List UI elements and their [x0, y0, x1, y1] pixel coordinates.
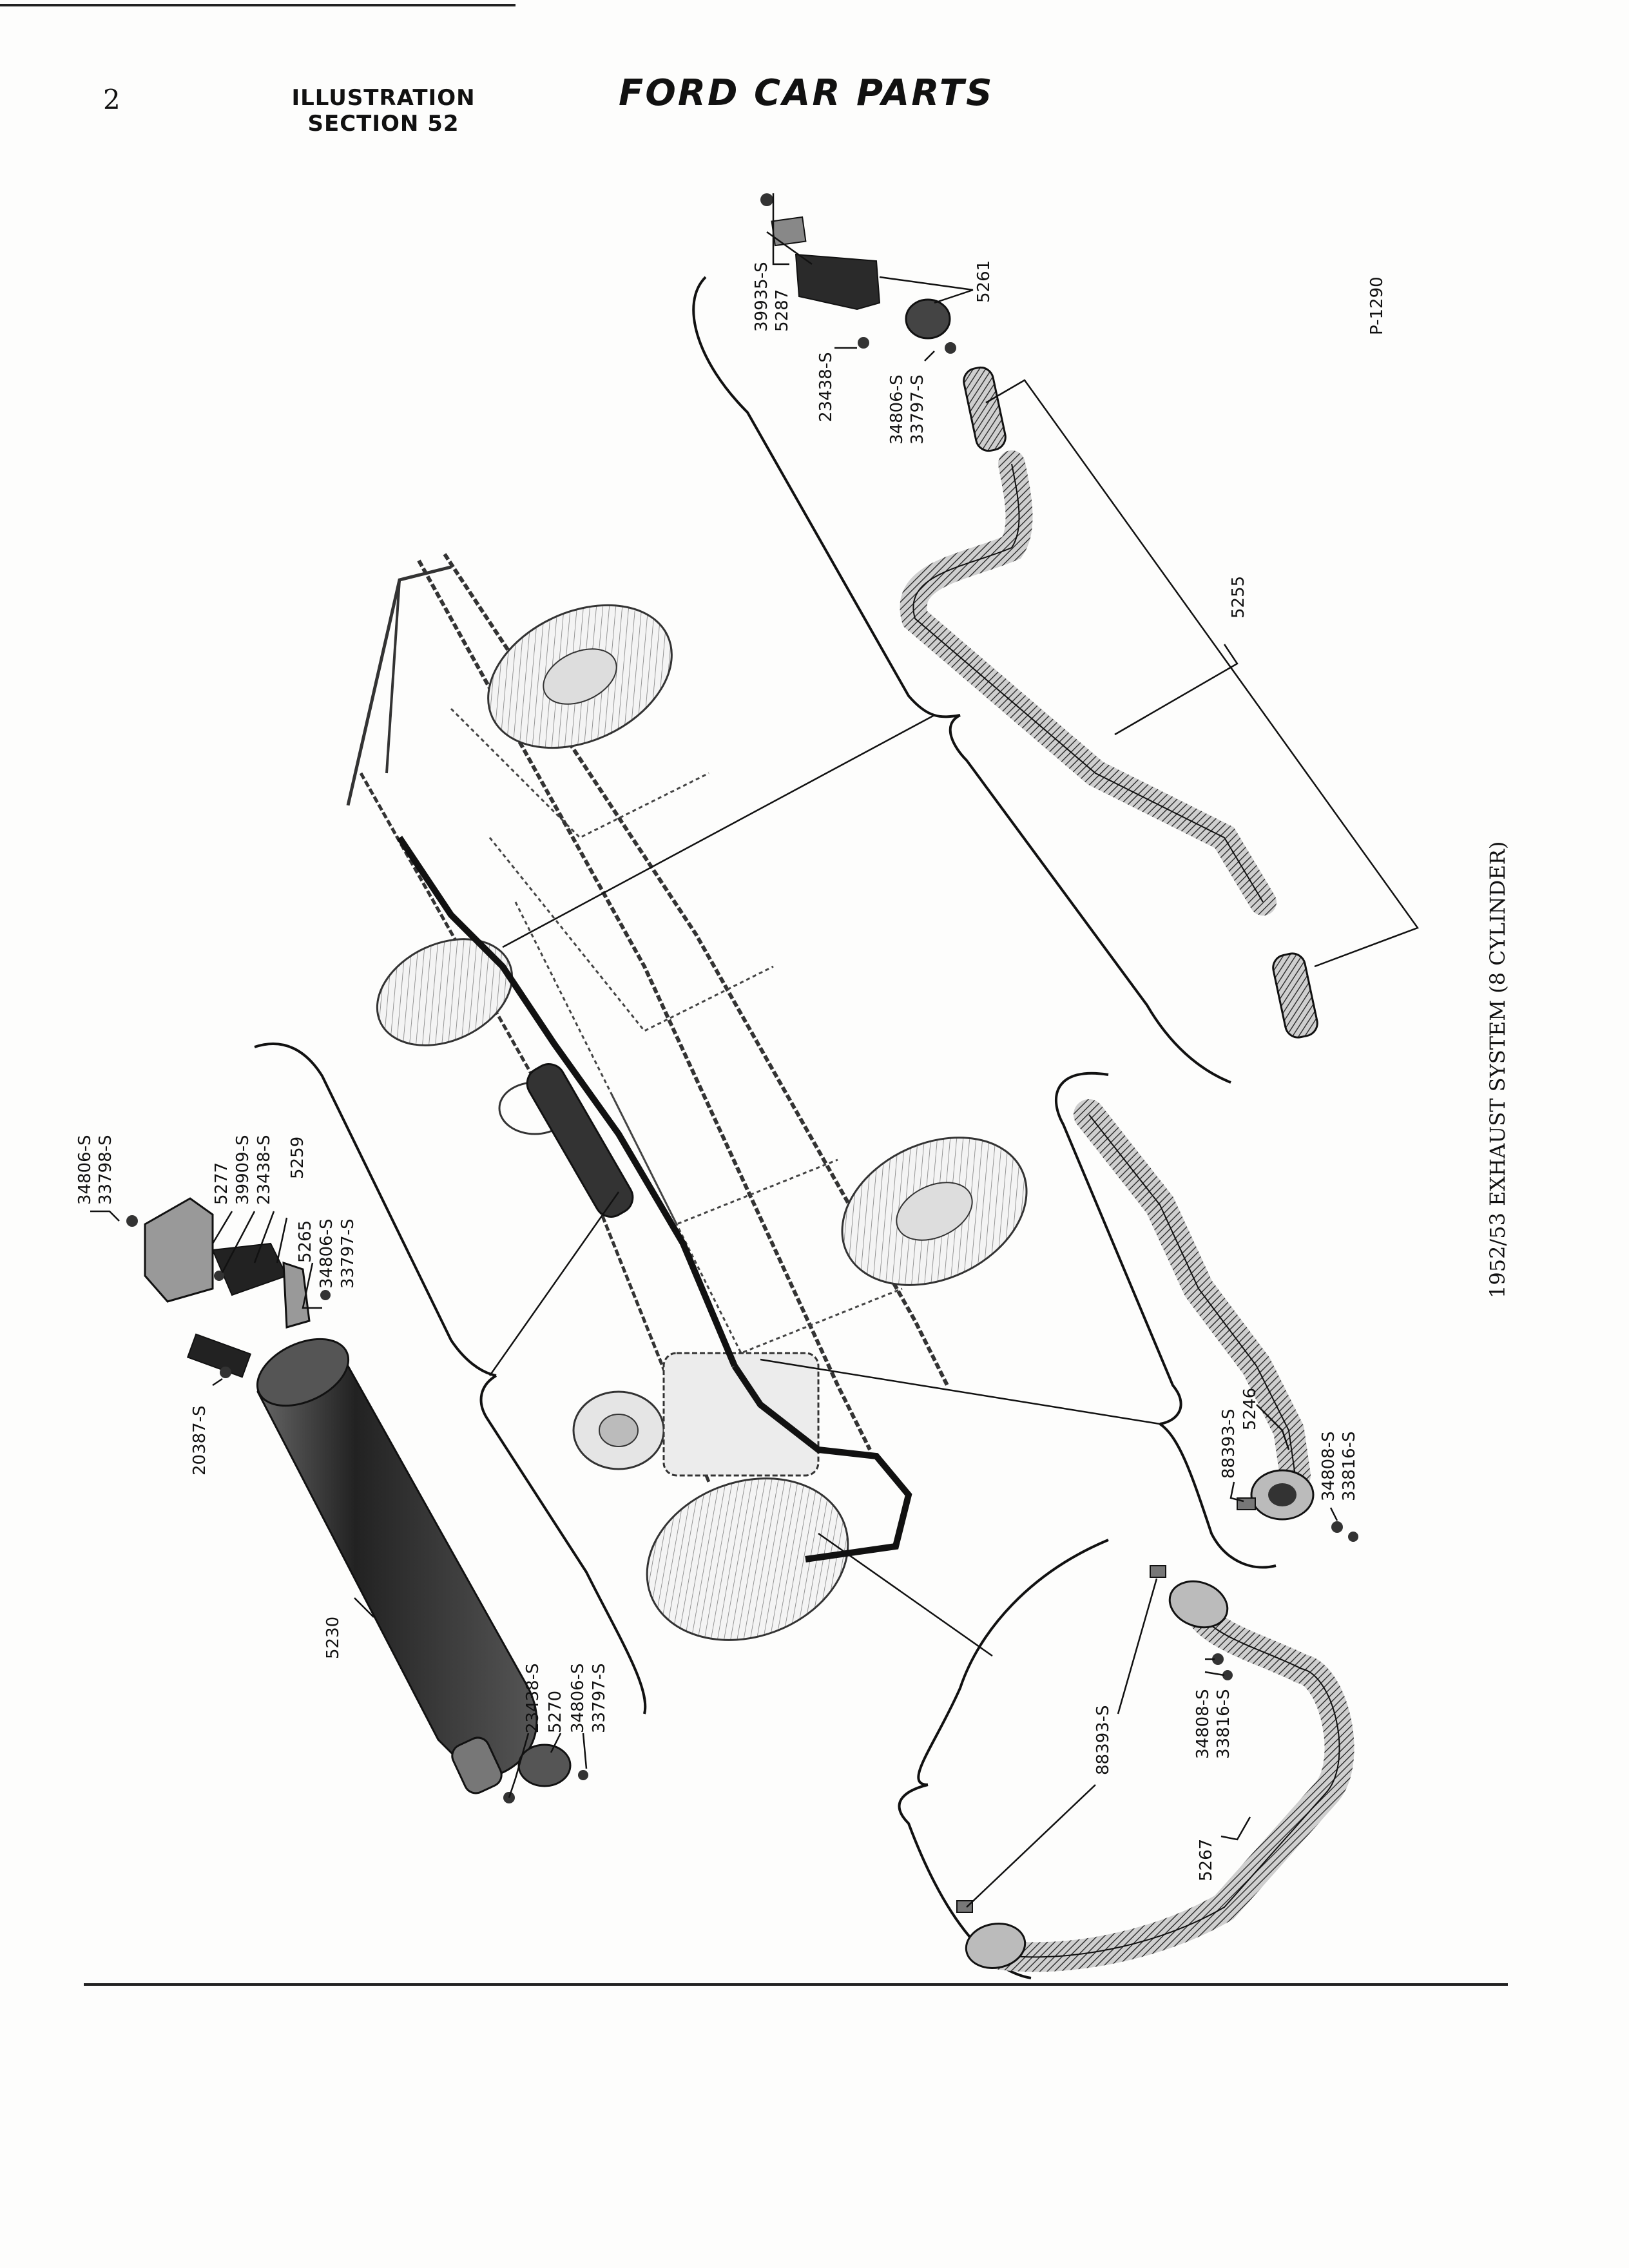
figure-caption: 1952/53 EXHAUST SYSTEM (8 CYLINDER) — [1485, 841, 1510, 1298]
muffler-group — [256, 1338, 588, 1803]
tailpipe-group — [760, 193, 1419, 1039]
callout-33816s: 33816-S — [1214, 1689, 1233, 1759]
hanger-bracket-5265 — [282, 1261, 311, 1329]
inlet-pipe-group — [1074, 1099, 1358, 1542]
hanger-bracket-5277 — [144, 1197, 214, 1303]
crossover-flange-lower — [965, 1923, 1027, 1969]
callout-34806s: 34806-S — [75, 1135, 95, 1205]
callout-33797s: 33797-S — [908, 374, 927, 445]
tailpipe-callouts: 39935-S 5287 23438-S 34806-S 33797-S 526… — [752, 260, 1387, 619]
tailpipe-extension — [963, 366, 1007, 452]
muffler-callouts: 5230 23438-S 5270 34806-S 33797-S — [323, 1617, 609, 1733]
hanger-callouts: 34806-S 33798-S 5277 39909-S 23438-S 525… — [75, 1135, 358, 1475]
callout-23438s: 23438-S — [255, 1135, 274, 1205]
bottom-rule — [84, 1983, 1508, 1986]
catalog-title: FORD CAR PARTS — [619, 72, 994, 114]
muffler-5230 — [256, 1351, 538, 1780]
callout-34808s: 34808-S — [1319, 1431, 1338, 1501]
crossover-group — [956, 1565, 1354, 1972]
callout-5277: 5277 — [212, 1162, 231, 1205]
callout-5259: 5259 — [288, 1137, 307, 1179]
callout-5267: 5267 — [1197, 1839, 1216, 1881]
callout-5270: 5270 — [546, 1691, 565, 1733]
callout-23438s: 23438-S — [523, 1663, 543, 1733]
plate-number: P-1290 — [1367, 276, 1387, 335]
panel-leader-lines — [488, 714, 1161, 1657]
callout-5265: 5265 — [296, 1220, 315, 1263]
inlet-pipe-panel-border — [1054, 1072, 1277, 1569]
callout-5255: 5255 — [1229, 576, 1248, 619]
callout-39935s: 39935-S — [752, 262, 771, 332]
callout-34806s: 34806-S — [887, 374, 907, 445]
muffler-clamp-5270 — [517, 1744, 572, 1787]
callout-5230: 5230 — [323, 1617, 343, 1659]
callout-88393s: 88393-S — [1219, 1408, 1239, 1479]
tailpipe-coupler — [1272, 952, 1318, 1039]
tailpipe-clamp-plate — [771, 216, 807, 247]
inlet-pipe-callouts: 88393-S 5246 34808-S 33816-S — [1219, 1388, 1359, 1501]
callout-23438s: 23438-S — [816, 352, 836, 422]
callout-33797s: 33797-S — [590, 1663, 609, 1733]
tailpipe-bracket-5287 — [795, 253, 881, 311]
page-number: 2 — [103, 84, 120, 115]
top-rule — [0, 4, 516, 6]
callout-33797s: 33797-S — [338, 1218, 358, 1289]
tailpipe-panel-border — [692, 276, 1231, 1084]
vehicle-chassis — [346, 553, 1028, 1641]
callout-5287: 5287 — [773, 289, 792, 332]
callout-34806s: 34806-S — [568, 1663, 588, 1733]
callout-20387s: 20387-S — [190, 1405, 209, 1475]
callout-5261: 5261 — [974, 260, 994, 303]
crossover-pipe-5267 — [971, 1596, 1354, 1972]
crossover-panel-border — [898, 1539, 1109, 1979]
callout-39909s: 39909-S — [233, 1135, 253, 1205]
callout-88393s: 88393-S — [1094, 1705, 1113, 1775]
callout-34806s-b: 34806-S — [317, 1218, 336, 1289]
muffler-panel-border — [254, 1043, 647, 1715]
section-label-line1: ILLUSTRATION — [291, 85, 476, 111]
hanger-group — [90, 1197, 331, 1387]
callout-33816s: 33816-S — [1340, 1431, 1359, 1501]
crossover-flange-upper — [1168, 1580, 1229, 1629]
tailpipe-clamp-5261 — [905, 298, 951, 340]
section-label: ILLUSTRATION SECTION 52 — [277, 85, 490, 137]
callout-34808s: 34808-S — [1193, 1689, 1213, 1759]
callout-33798s: 33798-S — [96, 1135, 115, 1205]
crossover-callouts: 88393-S 34808-S 33816-S 5267 — [1094, 1689, 1233, 1881]
tailpipe-5255 — [900, 450, 1277, 916]
inlet-pipe-5246 — [1074, 1099, 1311, 1491]
hanger-insulator — [186, 1333, 252, 1378]
section-label-line2: SECTION 52 — [307, 111, 459, 137]
callout-5246: 5246 — [1240, 1388, 1260, 1430]
